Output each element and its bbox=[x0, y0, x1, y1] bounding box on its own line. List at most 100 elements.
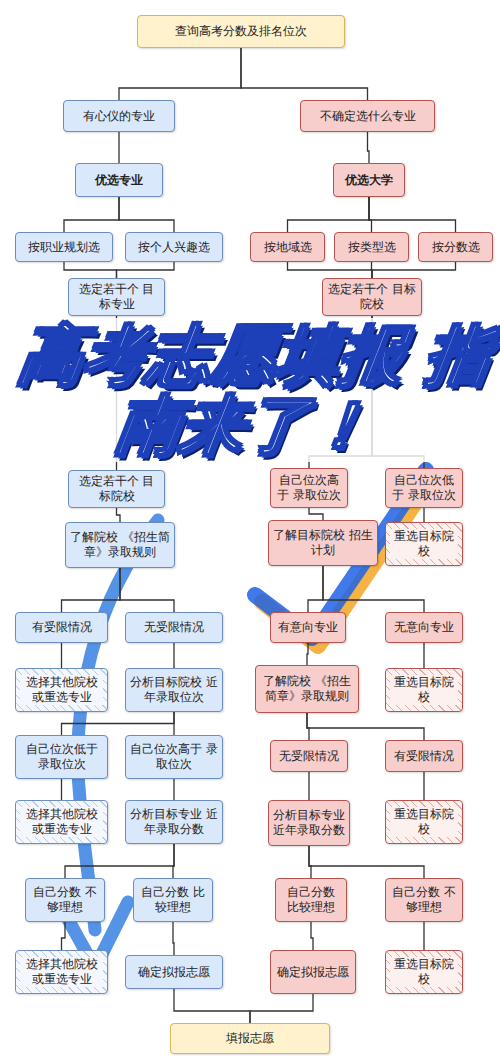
box-text: 重选目标院校 bbox=[390, 675, 458, 705]
flow-connector bbox=[423, 643, 424, 668]
alternative-box: 选择其他院校 或重选专业 bbox=[15, 950, 108, 994]
box-text: 选择其他院校 或重选专业 bbox=[20, 807, 103, 837]
flow-connector bbox=[173, 643, 174, 668]
box-text: 按分数选 bbox=[432, 240, 480, 255]
box-text: 确定拟报志愿 bbox=[138, 965, 210, 980]
flow-connector bbox=[368, 132, 370, 163]
flow-connector bbox=[241, 48, 368, 100]
alternative-box: 选择其他院校 或重选专业 bbox=[15, 800, 108, 844]
flow-connector bbox=[369, 197, 456, 232]
process-box: 有受限情况 bbox=[15, 612, 108, 643]
process-box: 无意向专业 bbox=[385, 612, 463, 643]
box-text: 重选目标院校 bbox=[390, 529, 458, 559]
alternative-box: 重选目标院校 bbox=[385, 800, 463, 844]
box-text: 有受限情况 bbox=[394, 749, 454, 764]
process-box: 选定若干个 目标院校 bbox=[68, 470, 165, 508]
process-box: 选定若干个 目标院校 bbox=[322, 278, 422, 316]
box-text: 自己分数 比较理想 bbox=[138, 885, 208, 915]
box-text: 自己位次低于 录取位次 bbox=[20, 742, 103, 772]
box-text: 选定若干个 目标专业 bbox=[73, 282, 160, 312]
process-box: 优选大学 bbox=[333, 163, 405, 197]
flow-connector bbox=[174, 989, 250, 1023]
flow-connector bbox=[173, 712, 174, 735]
flow-connector bbox=[308, 772, 309, 800]
box-text: 了解目标院校 招生计划 bbox=[273, 528, 373, 558]
flow-connector bbox=[173, 844, 174, 878]
process-box: 按个人兴趣选 bbox=[125, 232, 223, 262]
flow-connector bbox=[423, 922, 424, 950]
process-box: 确定拟报志愿 bbox=[125, 955, 223, 989]
flow-connector bbox=[62, 922, 66, 950]
flow-connector bbox=[307, 713, 424, 740]
box-text: 优选专业 bbox=[95, 173, 143, 188]
process-box: 自己位次高于 录取位次 bbox=[125, 735, 223, 779]
process-box: 分析目标院校 近年录取位次 bbox=[125, 668, 223, 712]
box-text: 重选目标院校 bbox=[390, 957, 458, 987]
box-text: 选择其他院校 或重选专业 bbox=[20, 957, 103, 987]
flow-connector bbox=[173, 779, 174, 800]
flow-connector bbox=[309, 508, 323, 520]
box-text: 优选大学 bbox=[345, 173, 393, 188]
process-box: 分析目标专业 近年录取分数 bbox=[125, 800, 223, 844]
box-text: 按类型选 bbox=[348, 240, 396, 255]
box-text: 有意向专业 bbox=[278, 620, 338, 635]
flow-connector bbox=[117, 262, 175, 278]
box-text: 按地域选 bbox=[264, 240, 312, 255]
flow-connector bbox=[288, 262, 373, 278]
box-text: 无受限情况 bbox=[279, 749, 339, 764]
process-box: 无受限情况 bbox=[125, 612, 223, 643]
process-box: 了解目标院校 招生计划 bbox=[268, 520, 378, 566]
process-box: 自己分数 比较理想 bbox=[133, 878, 213, 922]
box-text: 自己分数 比较理想 bbox=[280, 885, 342, 915]
process-box: 自己分数 不够理想 bbox=[385, 878, 463, 922]
flow-connector bbox=[120, 568, 174, 612]
box-text: 了解院校 《招生简章》录取规则 bbox=[260, 674, 354, 704]
box-text: 按个人兴趣选 bbox=[138, 240, 210, 255]
box-text: 无意向专业 bbox=[394, 620, 454, 635]
process-box: 自己位次低于 录取位次 bbox=[385, 468, 463, 508]
flow-connector bbox=[308, 566, 323, 612]
flow-connector bbox=[61, 643, 62, 668]
process-box: 了解院校 《招生简章》录取规则 bbox=[255, 665, 359, 713]
alternative-box: 重选目标院校 bbox=[385, 668, 463, 712]
flow-connector bbox=[288, 197, 370, 232]
flow-connector bbox=[307, 643, 308, 665]
process-box: 确定拟报志愿 bbox=[270, 950, 356, 994]
flow-connector bbox=[423, 772, 424, 800]
flow-connector bbox=[117, 508, 121, 522]
box-text: 查询高考分数及排名位次 bbox=[175, 24, 307, 39]
box-text: 重选目标院校 bbox=[390, 807, 458, 837]
box-text: 选定若干个 目标院校 bbox=[327, 282, 417, 312]
flow-connector bbox=[323, 566, 424, 612]
flow-connector bbox=[309, 846, 424, 878]
process-box: 优选专业 bbox=[75, 163, 163, 197]
box-text: 按职业规划选 bbox=[28, 240, 100, 255]
box-text: 有心仪的专业 bbox=[83, 109, 155, 124]
flow-connector bbox=[64, 197, 119, 232]
box-text: 分析目标院校 近年录取位次 bbox=[130, 675, 218, 705]
overlay-title-box: 高考志愿填报 指南来了！ bbox=[14, 318, 486, 462]
process-box: 自己位次高于 录取位次 bbox=[270, 468, 348, 508]
alternative-box: 选择其他院校 或重选专业 bbox=[15, 668, 108, 712]
process-box: 填报志愿 bbox=[170, 1023, 330, 1054]
process-box: 不确定选什么专业 bbox=[300, 100, 435, 132]
process-box: 自己位次低于 录取位次 bbox=[15, 735, 108, 779]
flow-connector bbox=[423, 508, 424, 522]
box-text: 确定拟报志愿 bbox=[277, 965, 349, 980]
process-box: 了解院校 《招生简章》录取规则 bbox=[65, 522, 175, 568]
process-box: 有受限情况 bbox=[385, 740, 463, 772]
box-text: 无受限情况 bbox=[144, 620, 204, 635]
box-text: 有受限情况 bbox=[32, 620, 92, 635]
box-text: 自己分数 不够理想 bbox=[390, 885, 458, 915]
box-text: 不确定选什么专业 bbox=[320, 109, 416, 124]
box-text: 分析目标专业 近年录取分数 bbox=[130, 807, 218, 837]
box-text: 选定若干个 目标院校 bbox=[73, 474, 160, 504]
flow-connector bbox=[62, 568, 121, 612]
flow-connector bbox=[118, 132, 119, 163]
process-box: 按类型选 bbox=[334, 232, 409, 262]
box-text: 自己位次高于 录取位次 bbox=[275, 473, 343, 503]
flow-connector bbox=[64, 262, 117, 278]
alternative-box: 重选目标院校 bbox=[385, 950, 463, 994]
flow-connector bbox=[311, 922, 313, 950]
